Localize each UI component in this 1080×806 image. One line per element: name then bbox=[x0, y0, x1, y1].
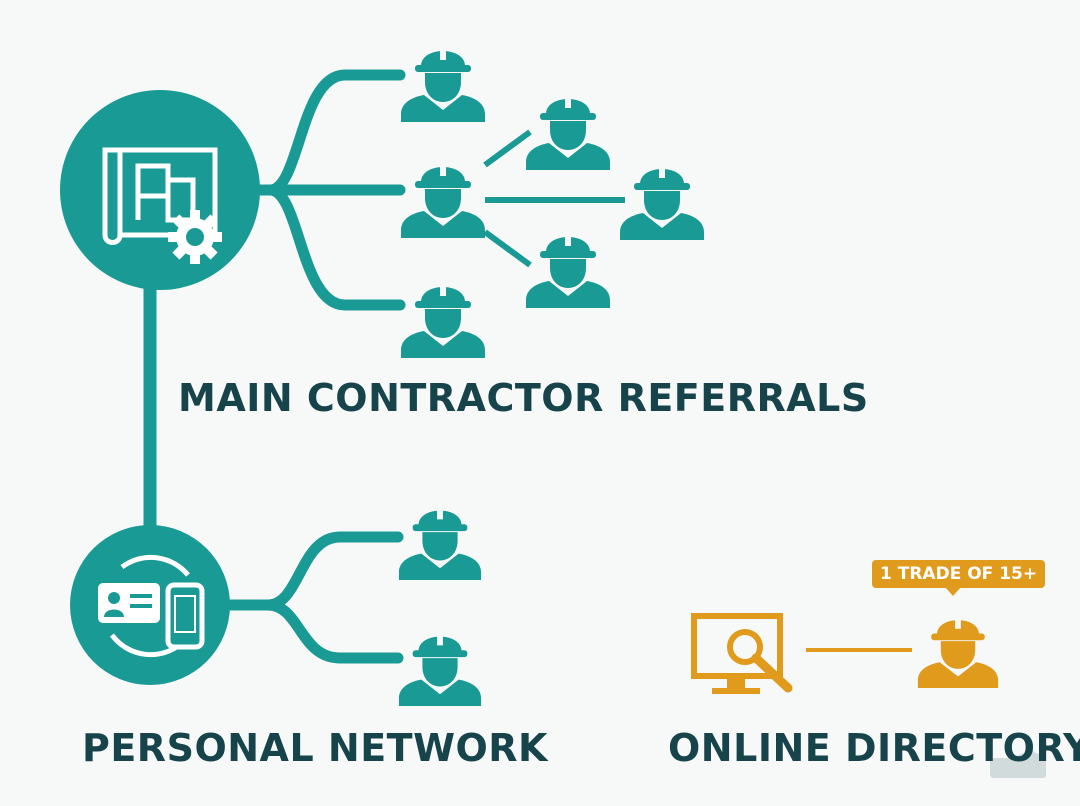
worker-icon bbox=[526, 232, 610, 308]
main-hub bbox=[60, 90, 260, 290]
online-directory-label: ONLINE DIRECTORY bbox=[668, 726, 1080, 770]
personal-network-label: PERSONAL NETWORK bbox=[82, 726, 549, 770]
gear-icon bbox=[168, 210, 222, 264]
trade-count-badge: 1 TRADE OF 15+ bbox=[872, 560, 1046, 588]
main-contractor-referrals-label: MAIN CONTRACTOR REFERRALS bbox=[178, 376, 869, 420]
worker-icon bbox=[917, 615, 999, 688]
worker-icon bbox=[401, 46, 485, 122]
contact-card-phone-icon bbox=[98, 554, 205, 658]
worker-icon bbox=[526, 94, 610, 170]
worker-icon bbox=[398, 631, 482, 706]
monitor-search-icon bbox=[691, 613, 793, 694]
worker-icon bbox=[401, 162, 485, 238]
badge-pointer bbox=[945, 587, 961, 596]
personal-branches bbox=[224, 531, 404, 664]
main-branches bbox=[229, 69, 406, 311]
worker-icon bbox=[401, 282, 485, 358]
sparkle-icon bbox=[990, 742, 1046, 778]
worker-icon bbox=[620, 164, 704, 240]
referral-lines bbox=[483, 129, 625, 268]
personal-hub bbox=[70, 525, 230, 685]
worker-icon bbox=[398, 505, 482, 580]
